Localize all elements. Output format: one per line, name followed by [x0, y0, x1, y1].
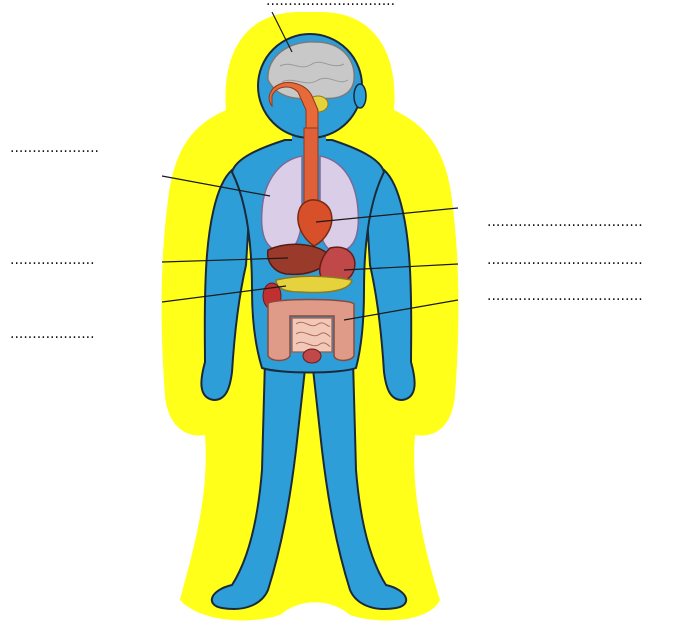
ear: [354, 84, 366, 108]
label-blank-left-upper[interactable]: ....................: [10, 140, 99, 156]
label-blank-left-middle[interactable]: ...................: [10, 252, 95, 268]
organs-group: [262, 42, 359, 363]
label-blank-right-middle[interactable]: ...................................: [487, 252, 643, 268]
rectum-icon: [303, 349, 321, 363]
pancreas-icon: [276, 276, 352, 292]
label-blank-right-lower[interactable]: ...................................: [487, 288, 643, 304]
label-blank-right-upper[interactable]: ...................................: [487, 214, 643, 230]
label-blank-left-lower[interactable]: ...................: [10, 326, 95, 342]
label-blank-top[interactable]: .............................: [266, 0, 395, 9]
